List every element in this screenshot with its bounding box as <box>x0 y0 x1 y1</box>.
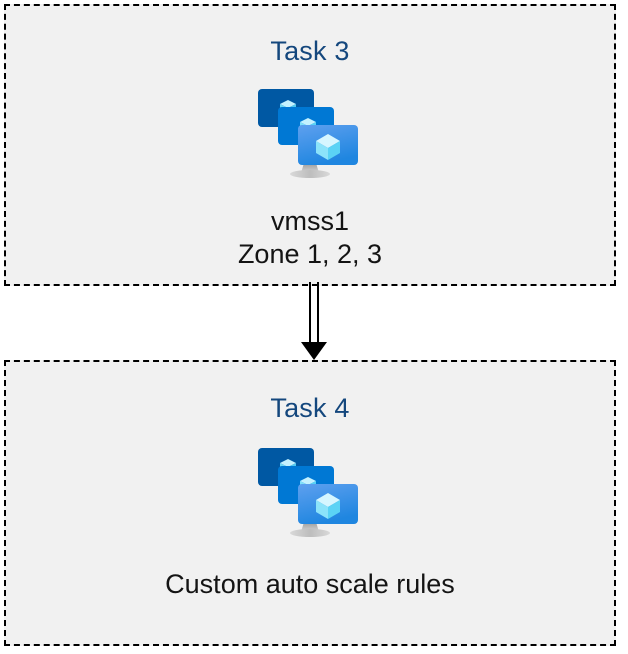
arrow-head <box>301 342 327 360</box>
task-4-label-0: Custom auto scale rules <box>165 569 455 599</box>
azure-vm-scale-set-icon <box>258 448 358 537</box>
task-3-icon-wrap <box>254 85 366 183</box>
double-line-down-arrow <box>301 282 327 360</box>
task-box-task-4: Task 4 <box>4 360 616 646</box>
cube-front <box>316 493 340 519</box>
task-3-labels: vmss1 Zone 1, 2, 3 <box>238 205 382 271</box>
task-3-label-0: vmss1 <box>270 206 349 236</box>
monitor-base <box>290 170 330 178</box>
task-4-labels: Custom auto scale rules <box>165 568 455 601</box>
monitor-base <box>290 529 330 537</box>
azure-vm-scale-set-icon <box>258 89 358 178</box>
task-3-label-1: Zone 1, 2, 3 <box>237 239 383 269</box>
cube-front <box>316 134 340 160</box>
task-box-task-3: Task 3 <box>4 4 616 286</box>
task-4-icon-wrap <box>254 444 366 542</box>
task-3-title: Task 3 <box>270 36 350 66</box>
task-4-title: Task 4 <box>270 393 350 423</box>
